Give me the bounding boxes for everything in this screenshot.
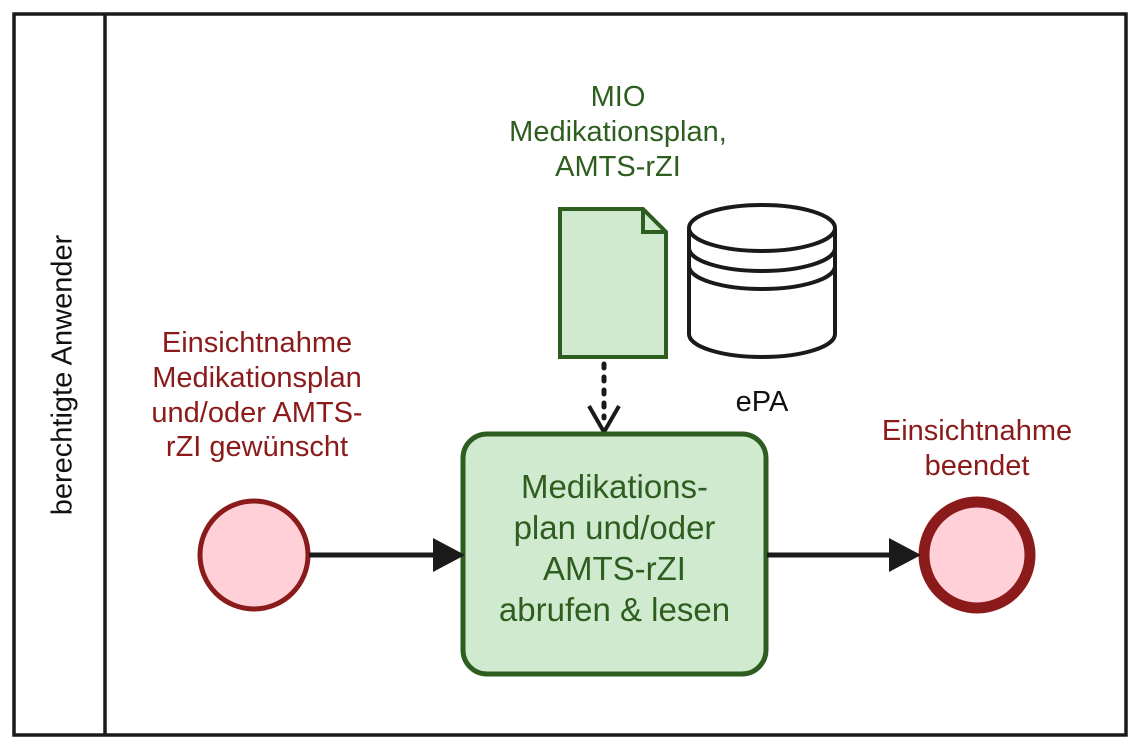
task-label: Medikations- plan und/oder AMTS-rZI abru… bbox=[498, 468, 731, 628]
start-event-label: Einsichtnahme Medikationsplan und/oder A… bbox=[151, 327, 363, 464]
sequence-flow-arrowhead-2 bbox=[889, 538, 921, 572]
end-event[interactable] bbox=[918, 496, 1036, 614]
data-store-label: ePA bbox=[735, 386, 789, 418]
end-event-label: Einsichtnahme beendet bbox=[881, 415, 1073, 482]
database-icon bbox=[687, 203, 837, 359]
lane-label: berechtigte Anwender bbox=[46, 234, 79, 516]
sequence-flow-arrowhead-1 bbox=[433, 538, 465, 572]
start-event[interactable] bbox=[197, 498, 311, 612]
data-object-fold bbox=[641, 209, 666, 234]
data-object-icon bbox=[558, 207, 668, 359]
pool-border bbox=[12, 12, 1128, 737]
data-object-label: MIO Medikationsplan, AMTS-rZI bbox=[509, 81, 727, 183]
